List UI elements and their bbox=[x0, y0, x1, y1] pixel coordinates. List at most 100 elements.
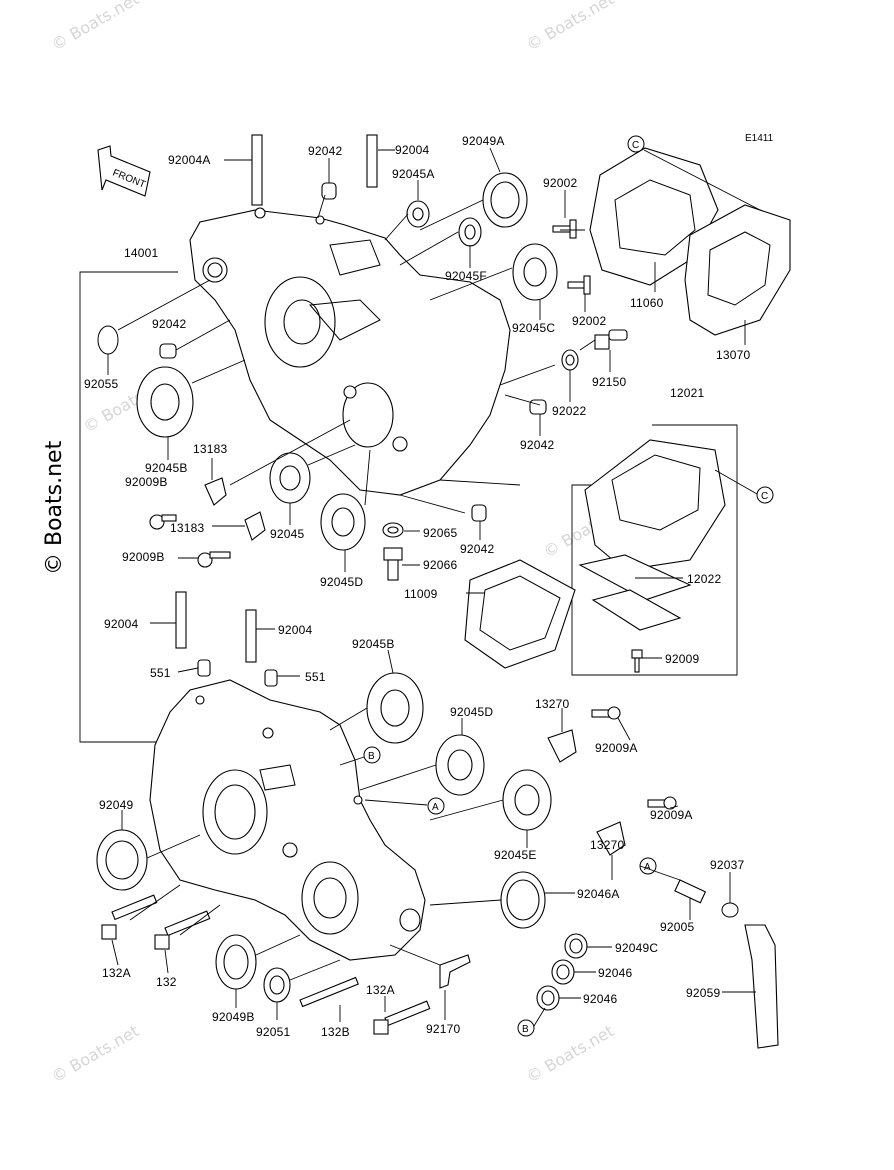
label-11060: 11060 bbox=[630, 296, 664, 310]
label-132B: 132B bbox=[321, 1025, 350, 1039]
screw-92009-reed bbox=[631, 649, 643, 673]
label-92045B-top: 92045B bbox=[145, 461, 188, 475]
label-92005: 92005 bbox=[660, 920, 695, 934]
label-92065: 92065 bbox=[423, 526, 458, 540]
label-92045A: 92045A bbox=[392, 167, 435, 181]
plate-13270-b bbox=[596, 821, 626, 856]
bolt-92002-a bbox=[552, 219, 577, 239]
label-13270-a: 13270 bbox=[535, 697, 570, 711]
fitting-92005 bbox=[674, 879, 707, 904]
bearing-92045D-top bbox=[320, 493, 366, 551]
svg-text:B: B bbox=[522, 1024, 529, 1035]
callout-B-bushing: B bbox=[517, 1019, 535, 1037]
callout-B-crankcase: B bbox=[363, 746, 381, 764]
bearing-92045B-bottom bbox=[366, 672, 424, 744]
label-92049C: 92049C bbox=[615, 941, 659, 955]
label-92049A: 92049A bbox=[462, 134, 505, 148]
crankcase-bracket bbox=[79, 271, 178, 743]
label-13183-a: 13183 bbox=[193, 442, 228, 456]
bearing-92045C bbox=[512, 243, 558, 301]
dowel-551-a bbox=[197, 659, 211, 677]
hose-92059 bbox=[744, 924, 779, 1049]
label-132A-left: 132A bbox=[102, 966, 131, 980]
label-92055: 92055 bbox=[84, 377, 119, 391]
screw-92009B-a bbox=[149, 514, 177, 530]
bolt-92009A-b bbox=[647, 796, 677, 810]
label-92004-right: 92004 bbox=[278, 623, 313, 637]
callout-C-top: C bbox=[627, 135, 645, 153]
bushing-92049C bbox=[564, 933, 588, 959]
dowel-92042-right bbox=[529, 399, 547, 415]
oilseal-92049 bbox=[96, 829, 148, 891]
label-92009B-b: 92009B bbox=[122, 550, 165, 564]
bolt-92002-b bbox=[567, 275, 591, 295]
label-92042-mid: 92042 bbox=[460, 542, 495, 556]
bolt-132A-bottom bbox=[373, 1000, 431, 1035]
reed-12022 bbox=[578, 554, 692, 601]
reed-block-12021 bbox=[584, 439, 726, 571]
clip-92037 bbox=[721, 902, 739, 918]
dowel-92042-mid bbox=[471, 504, 487, 522]
plug-92066 bbox=[383, 547, 403, 581]
dowel-92042-left bbox=[159, 343, 177, 359]
label-132: 132 bbox=[156, 975, 177, 989]
label-92046-a: 92046 bbox=[598, 966, 633, 980]
leader-lines bbox=[107, 147, 761, 1027]
label-92045D-top: 92045D bbox=[320, 575, 364, 589]
front-arrow-icon: FRONT bbox=[97, 145, 151, 197]
bolt-92009A-a bbox=[591, 706, 621, 720]
washer-92065 bbox=[382, 522, 404, 538]
reed-stopper bbox=[591, 589, 682, 631]
bearing-92045F bbox=[458, 217, 482, 247]
label-551-b: 551 bbox=[305, 670, 326, 684]
clamp-92170 bbox=[439, 954, 471, 989]
label-12021: 12021 bbox=[670, 386, 705, 400]
lower-crankcase bbox=[149, 679, 426, 961]
label-92009A-a: 92009A bbox=[595, 741, 638, 755]
diagram-code: E1411 bbox=[745, 133, 774, 144]
label-92045D-bottom: 92045D bbox=[450, 705, 494, 719]
bolt-132B bbox=[299, 976, 359, 1008]
seal-92046A bbox=[500, 871, 546, 929]
label-92046A: 92046A bbox=[577, 887, 620, 901]
label-92022: 92022 bbox=[552, 404, 587, 418]
label-92049B: 92049B bbox=[212, 1010, 255, 1024]
svg-text:B: B bbox=[368, 751, 375, 762]
plate-13183-b bbox=[244, 511, 266, 541]
bearing-92045B-top bbox=[136, 366, 194, 438]
label-92004-left: 92004 bbox=[104, 617, 139, 631]
label-14001: 14001 bbox=[124, 246, 159, 260]
label-92042-top: 92042 bbox=[308, 144, 343, 158]
bolt-132 bbox=[154, 910, 211, 950]
washer-92022 bbox=[561, 349, 579, 371]
bearing-92045E bbox=[502, 769, 552, 831]
plate-13183-a bbox=[204, 477, 227, 506]
upper-crankcase bbox=[189, 207, 511, 496]
callout-A-crankcase: A bbox=[427, 797, 445, 815]
label-92045B-bottom: 92045B bbox=[352, 637, 395, 651]
label-92009-reed: 92009 bbox=[665, 652, 700, 666]
stud-92004-left bbox=[175, 591, 187, 649]
label-92059: 92059 bbox=[686, 986, 721, 1000]
label-92004-top: 92004 bbox=[395, 143, 430, 157]
label-551-a: 551 bbox=[150, 666, 171, 680]
collar-92051 bbox=[263, 967, 291, 1003]
label-92009B-a: 92009B bbox=[125, 475, 168, 489]
svg-text:C: C bbox=[632, 140, 639, 151]
bearing-92045D-bottom bbox=[435, 734, 485, 796]
label-92150: 92150 bbox=[592, 375, 627, 389]
oilseal-92049A bbox=[482, 172, 528, 228]
label-92009A-b: 92009A bbox=[650, 808, 693, 822]
oilseal-92049B bbox=[215, 934, 257, 990]
label-13070: 13070 bbox=[716, 348, 751, 362]
label-13270-b: 13270 bbox=[590, 838, 625, 852]
label-92042-left: 92042 bbox=[152, 317, 187, 331]
callout-A-fitting: A bbox=[639, 857, 657, 875]
label-92042-right: 92042 bbox=[520, 438, 555, 452]
fitting-92150 bbox=[594, 329, 628, 350]
screw-92009B-b bbox=[197, 551, 231, 568]
bushing-92046-b bbox=[536, 985, 560, 1011]
label-92037: 92037 bbox=[710, 858, 745, 872]
